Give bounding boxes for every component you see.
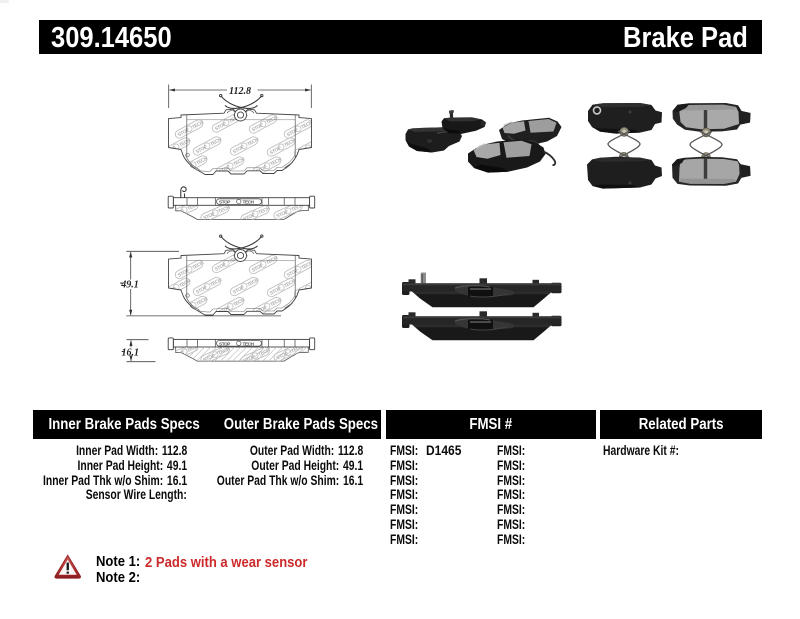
svg-text:16.1: 16.1: [122, 347, 140, 358]
svg-text:49.1: 49.1: [120, 279, 139, 290]
svg-text:112.8: 112.8: [229, 86, 251, 97]
